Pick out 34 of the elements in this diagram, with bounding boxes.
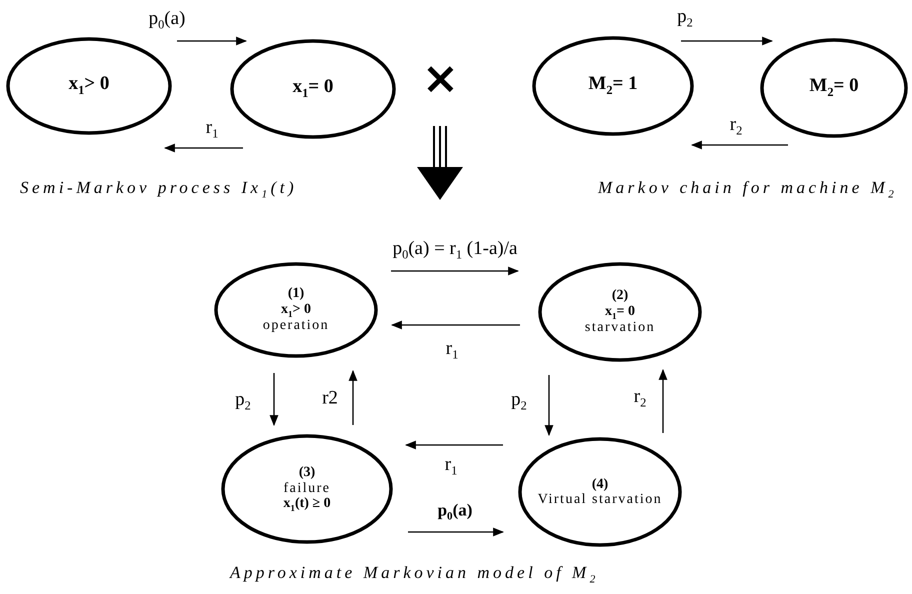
edge-label: p$_{0}$(a) [148,8,186,32]
arrow [658,368,668,433]
state-text: (3) [298,465,316,481]
caption: Approximate Markovian model of M$_{2}$ [230,563,599,586]
arrow [404,440,503,450]
arrow [390,320,520,330]
state-text: x$_{1}$= 0 [292,77,334,101]
state-text: x$_{1}$> 0 [280,302,312,318]
arrow [408,528,504,536]
state-text: M$_{2}$= 1 [588,74,638,98]
arrow [690,140,788,150]
arrow [348,370,358,425]
state-text: (2) [612,288,628,304]
state-text: M$_{2}$= 0 [809,76,859,100]
state-text: x$_{1}$(t) ≥ 0 [283,496,331,513]
state-text: x$_{1}$> 0 [68,74,110,98]
arrow [391,266,520,276]
edge-label: p$_{0}$(a) = r$_{1}$ (1-a)/a [392,238,518,262]
state-text: x$_{1}$= 0 [604,304,636,320]
arrow [681,36,774,46]
caption: Markov chain for machine M$_{2}$ [598,178,898,200]
arrow [544,375,554,436]
state-text: starvation [584,320,656,336]
state-text: operation [262,318,330,334]
product-sign: × [422,57,459,101]
state-text: (1) [288,286,304,302]
state-text: (4) [592,476,608,492]
caption: Semi-Markov process Ix$_{1}$(t) [20,178,298,200]
arrow [270,373,278,426]
arrow [177,36,248,46]
edge-label: p$_{0}$(a) [436,501,474,523]
arrow [164,144,243,152]
state-text: failure [283,480,331,496]
state-text: Virtual starvation [538,492,662,508]
